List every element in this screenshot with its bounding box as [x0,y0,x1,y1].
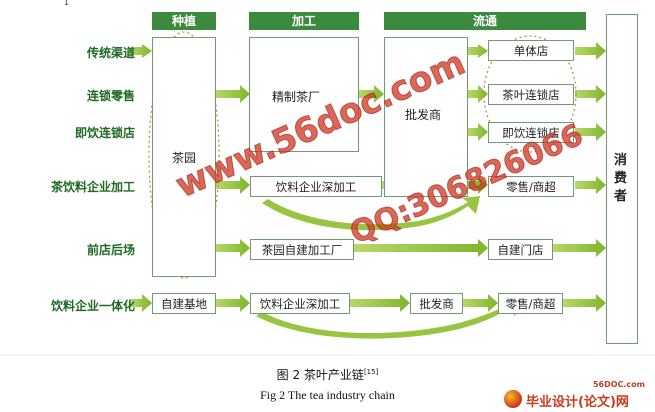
caption-cn-text: 图 2 茶叶产业链 [276,368,364,382]
refined-factory-box [249,37,359,152]
arrow-row3 [468,123,606,141]
arrow-row2 [215,85,606,103]
row-label-rtd-chain: 即饮连锁店 [74,126,135,140]
consumer-label: 消费者 [614,153,628,204]
retail-super2-box: 零售/商超 [498,293,563,314]
rtd-chain-box: 即饮连锁店 [488,122,574,143]
row-label-integration: 饮料企业一体化 [50,299,135,313]
own-base-box: 自建基地 [152,293,216,314]
row-label-front-store: 前店后场 [86,243,135,257]
arrow-row1 [130,42,606,60]
tea-garden-box [152,37,216,277]
consumer-box [606,14,638,344]
arrow-row5 [215,239,606,257]
row-label-traditional: 传统渠道 [86,46,135,60]
retail-super-box: 零售/商超 [488,176,574,197]
logo-top-text: 56DOC.com [592,380,645,389]
tea-garden-label: 茶园 [172,151,197,165]
header-tick: 1 [64,0,70,7]
caption-ref: [15] [363,368,379,376]
chain-store-box: 茶叶连锁店 [488,84,574,105]
oval-circulate [483,35,577,153]
site-logo: 56DOC.com 毕业设计(论文)网 [500,380,655,412]
wholesaler2-box: 批发商 [410,293,463,314]
wholesaler-box [384,37,468,197]
own-store-box: 自建门店 [488,239,553,260]
arrow-row6 [130,294,606,312]
wholesaler-label: 批发商 [405,108,442,122]
column-header-plant: 种植 [152,12,216,30]
oval-plant [148,31,220,279]
deep-processing-box: 饮料企业深加工 [250,176,382,197]
figure-caption-en: Fig 2 The tea industry chain [260,388,395,402]
column-header-process: 加工 [249,12,359,30]
beverage-deep-box: 饮料企业深加工 [250,293,350,314]
logo-swirl-icon [504,390,522,408]
column-header-circulate: 流通 [384,12,586,30]
single-store-box: 单体店 [488,40,574,61]
refined-factory-label: 精制茶厂 [272,90,321,104]
garden-self-process-box: 茶园自建加工厂 [250,239,354,260]
logo-text: 毕业设计(论文)网 [526,395,629,410]
curved-arrows [256,196,520,339]
row-label-beverage-processing: 茶饮料企业加工 [50,180,135,194]
figure-caption-cn: 图 2 茶叶产业链[15] [0,366,655,383]
row-label-chain-retail: 连锁零售 [86,89,135,103]
